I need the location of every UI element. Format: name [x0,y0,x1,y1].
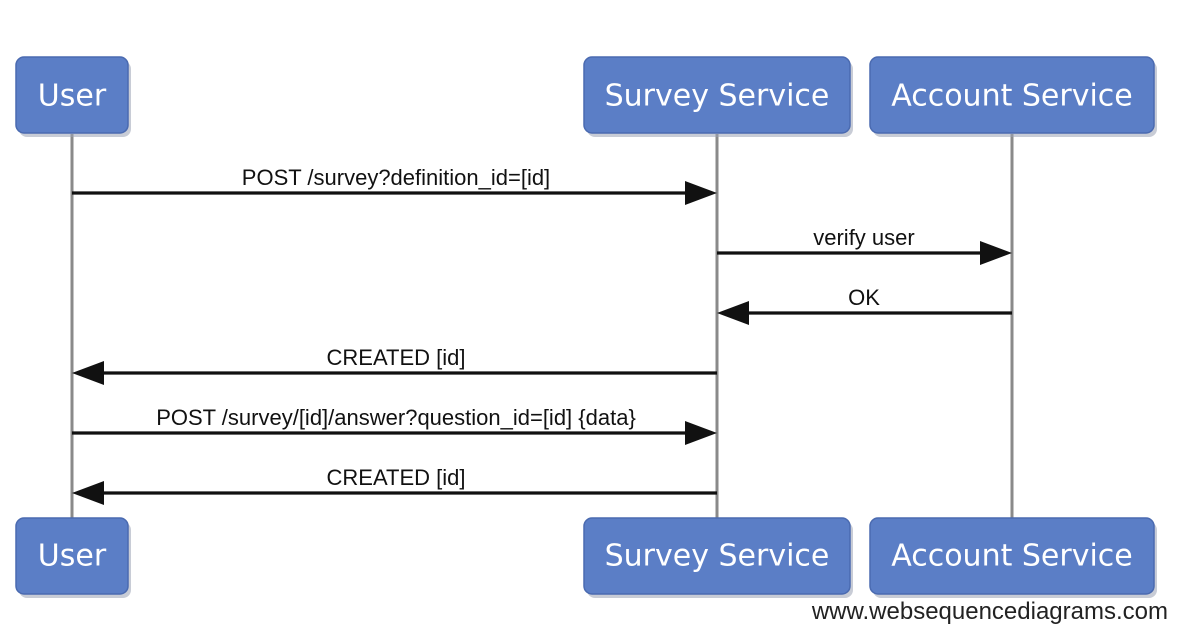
participant-user-top: User [15,56,131,137]
participant-label: Account Service [891,539,1133,574]
participant-label: User [38,539,107,574]
participant-user-bottom: User [15,517,131,598]
message-post-answer: POST /survey/[id]/answer?question_id=[id… [72,405,717,445]
participant-label: Survey Service [605,539,830,574]
participant-label: Survey Service [605,79,830,114]
arrow-left-icon [717,301,749,325]
arrow-right-icon [980,241,1012,265]
message-created-1: CREATED [id] [72,345,717,385]
message-label: CREATED [id] [327,465,466,490]
arrow-right-icon [685,181,717,205]
participant-label: User [38,79,107,114]
participant-account-service-top: Account Service [869,56,1157,137]
message-verify-user: verify user [717,225,1012,265]
participant-survey-service-bottom: Survey Service [583,517,853,598]
arrow-left-icon [72,361,104,385]
participant-label: Account Service [891,79,1133,114]
message-label: OK [848,285,880,310]
arrow-right-icon [685,421,717,445]
watermark: www.websequencediagrams.com [811,598,1168,625]
message-ok: OK [717,285,1012,325]
message-label: POST /survey/[id]/answer?question_id=[id… [156,405,636,430]
message-post-survey: POST /survey?definition_id=[id] [72,165,717,205]
message-label: verify user [813,225,914,250]
message-created-2: CREATED [id] [72,465,717,505]
participant-account-service-bottom: Account Service [869,517,1157,598]
participant-survey-service-top: Survey Service [583,56,853,137]
message-label: CREATED [id] [327,345,466,370]
arrow-left-icon [72,481,104,505]
message-label: POST /survey?definition_id=[id] [242,165,550,190]
